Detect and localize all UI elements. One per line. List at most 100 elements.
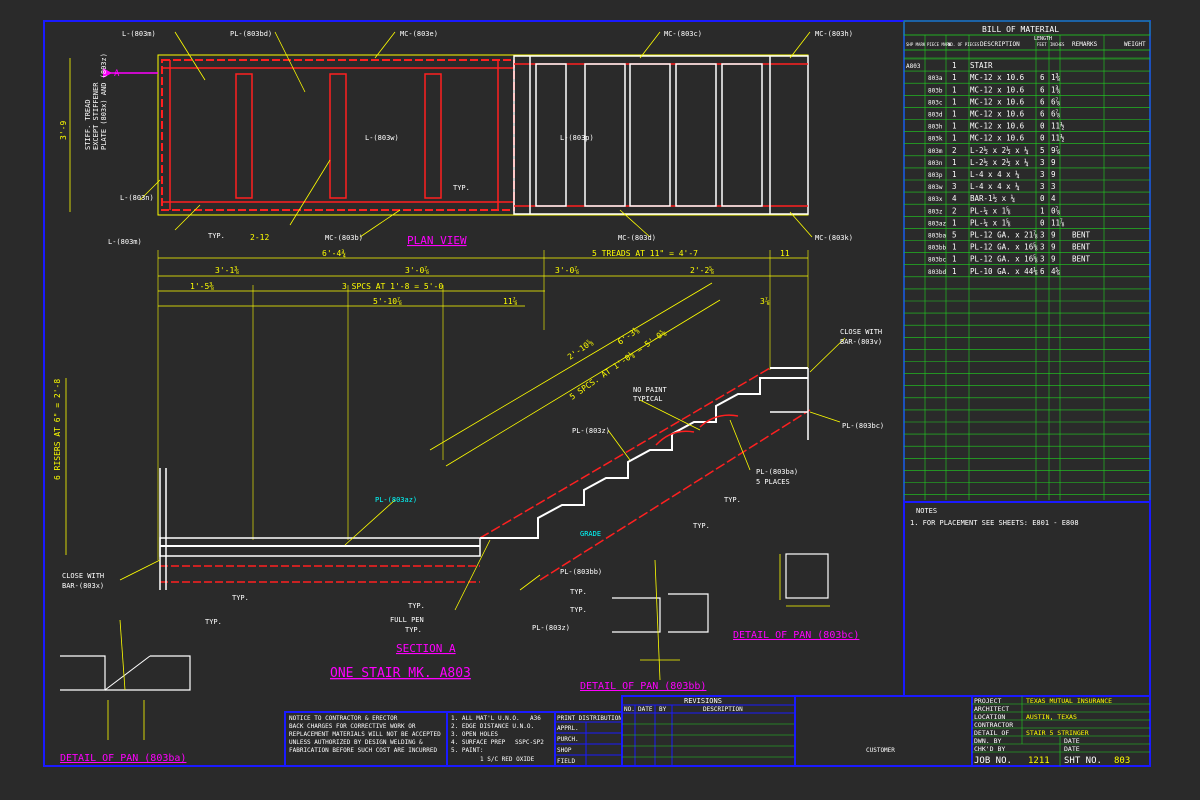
bom-cell-r16-c4: 3 [1040,255,1045,264]
callout-pl803z: PL-(803z) [572,427,610,435]
revisions-title: REVISIONS [684,697,722,705]
bom-cell-r16-c6: BENT [1072,255,1091,264]
bom-cell-r7-c3: L-2½ x 2½ x ¼ [970,146,1029,155]
callout-pl803bb: PL-(803bb) [560,568,602,576]
bom-cell-r8-c1: 803n [928,160,943,167]
bom-cell-r2-c4: 6 [1040,85,1045,94]
bom-cell-r8-c4: 3 [1040,158,1045,167]
callout-typ-section: TYP. [724,496,741,504]
dim-overall: 6'-4¾ [322,249,346,258]
bom-cell-r4-c4: 6 [1040,110,1045,119]
bom-cell-r4-c5: 6⅞ [1051,110,1061,119]
revisions-desc: DESCRIPTION [703,706,743,713]
tb-project-label: PROJECT [974,697,1001,705]
bom-cell-r2-c3: MC-12 x 10.6 [970,85,1025,94]
callout-no-paint: NO PAINT [633,386,668,394]
bom-cell-r14-c5: 9 [1051,231,1056,240]
bom-cell-r7-c1: 803m [928,148,943,155]
tb-sht-number: 803 [1114,756,1130,766]
drawing-main-title: ONE STAIR MK. A803 [330,666,471,681]
dim-treads: 5 TREADS AT 11" = 4'-7 [592,249,698,258]
bom-header-3: DESCRIPTION [980,41,1020,48]
bom-cell-r13-c5: 11⅞ [1051,218,1065,227]
bom-cell-r0-c2: 1 [952,61,957,70]
bom-cell-r3-c3: MC-12 x 10.6 [970,97,1025,106]
callout-l803w: L-(803w) [365,134,399,142]
callout-mc803c: MC-(803c) [664,30,702,38]
callout-full-pen: FULL PEN [390,616,424,624]
callout-l803n: L-(803n) [120,194,154,202]
callout-l803p: L-(803p) [560,134,594,142]
bom-cell-r9-c4: 3 [1040,170,1045,179]
bom-cell-r14-c1: 803ba [928,233,946,240]
callout-pl803bc: PL-(803bc) [842,422,884,430]
bom-cell-r12-c4: 1 [1040,206,1045,215]
dim-diag3: 2'-10⅝ [566,338,595,362]
bom-cell-r8-c5: 9 [1051,158,1056,167]
bom-cell-r10-c3: L-4 x 4 x ¼ [970,182,1020,191]
bom-cell-r15-c4: 3 [1040,243,1045,252]
bom-cell-r14-c4: 3 [1040,231,1045,240]
plan-view-title: PLAN VIEW [407,234,467,247]
callout-l803m-bottom: L-(803m) [108,238,142,246]
dim-d8: 11 [780,249,790,258]
stiff-note-3: PLATE (803x) AND (803z) [100,53,108,150]
general-1: 1. ALL MAT'L U.N.O. [451,715,520,722]
tb-job-label: JOB NO. [974,756,1012,766]
notice-5: FABRICATION BEFORE SUCH COST ARE INCURRE… [289,747,437,754]
customer-label: CUSTOMER [866,747,895,754]
tb-sht-label: SHT NO. [1064,756,1102,766]
callout-mc803e: MC-(803e) [400,30,438,38]
bom-cell-r3-c4: 6 [1040,97,1045,106]
bom-cell-r14-c6: BENT [1072,231,1091,240]
bom-cell-r13-c1: 803az [928,220,946,227]
callout-pl803bd: PL-(803bd) [230,30,272,38]
detail-803ba-title: DETAIL OF PAN (803ba) [60,753,186,764]
revisions-by: BY [659,706,667,713]
bom-cell-r5-c1: 803h [928,124,943,131]
bom-cell-r7-c4: 5 [1040,146,1045,155]
plan-view: L-(803m) PL-(803bd) MC-(803e) MC-(803c) … [59,30,853,247]
notice-4: UNLESS AUTHORIZED BY DESIGN WELDING & [289,739,423,746]
bom-cell-r1-c1: 803a [928,75,943,82]
grade-label: GRADE [580,530,601,538]
callout-typical: TYPICAL [633,395,663,403]
callout-close-left: CLOSE WITH [62,572,104,580]
dim-d3: 3'-0⅞ [555,266,579,275]
detail-803bb-title: DETAIL OF PAN (803bb) [580,681,706,692]
tb-project: TEXAS MUTUAL INSURANCE [1026,697,1112,705]
detail-803ba: DETAIL OF PAN (803ba) [60,619,191,764]
tb-detail-label: DETAIL OF [974,729,1009,737]
bom-cell-r16-c1: 803bc [928,257,946,264]
bom-cell-r1-c2: 1 [952,73,957,82]
dim-d1: 3'-1⅜ [215,266,239,275]
bom-cell-r17-c5: 4⅝ [1051,267,1061,276]
callout-l803m-top: L-(803m) [122,30,156,38]
general-4b: SSPC-SP2 [515,739,544,746]
print-dist-field: FIELD [557,758,575,765]
bom-header-6: REMARKS [1072,41,1098,48]
bom-cell-r11-c5: 4 [1051,194,1056,203]
bom-header-2: NO. OF PIECES [948,42,980,47]
bom-cell-r15-c1: 803bb [928,245,946,252]
bom-cell-r5-c4: 0 [1040,122,1045,131]
bom-cell-r17-c4: 6 [1040,267,1045,276]
callout-typ-left: TYP. [232,594,249,602]
bom-cell-r16-c5: 9 [1051,255,1056,264]
dim-diag2: 6'-3⅛ [616,325,641,346]
print-dist-shop: SHOP [557,747,572,754]
bom-cell-r15-c6: BENT [1072,243,1091,252]
bom-cell-r10-c4: 3 [1040,182,1045,191]
bom-cell-r6-c5: 11½ [1051,134,1065,143]
bom-cell-r2-c5: 1⅜ [1051,85,1061,94]
callout-typ-left-2: TYP. [205,618,222,626]
print-dist-title: PRINT DISTRIBUTION [557,715,622,722]
stiff-note-1: STIFF. TREAD [84,99,92,150]
bom-cell-r5-c5: 11½ [1051,122,1065,131]
notes-title: NOTES [916,507,937,515]
dim-d6: 3 SPCS AT 1'-8 = 5'-0 [342,282,443,291]
bom-cell-r4-c3: MC-12 x 10.6 [970,110,1025,119]
bom-cell-r16-c2: 1 [952,255,957,264]
general-3: 3. OPEN HOLES [451,731,498,738]
